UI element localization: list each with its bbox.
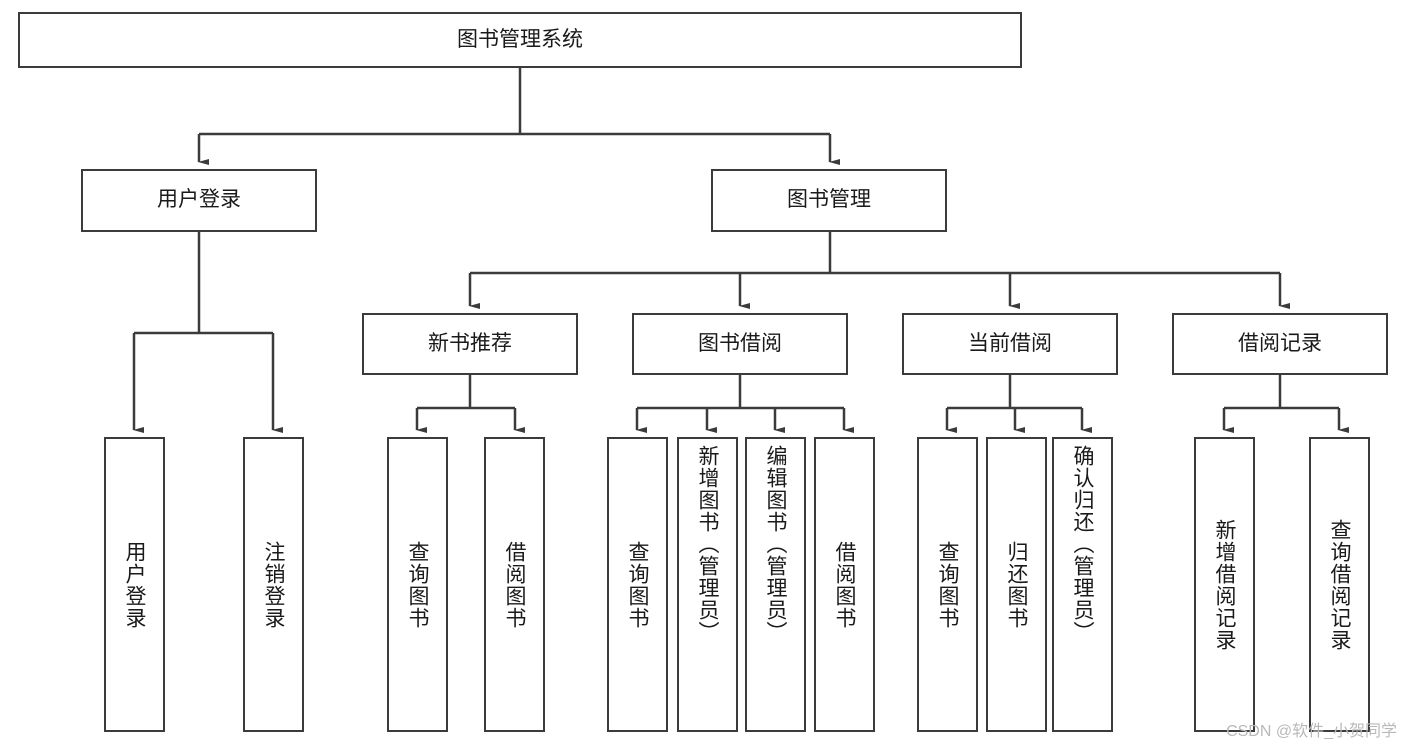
node-new-book-recommend-label: 新书推荐 <box>428 331 512 355</box>
node-root[interactable]: 图书管理系统 <box>18 12 1022 68</box>
watermark: CSDN @软件_小贺同学 <box>1226 723 1397 740</box>
leaf-add-book-admin-label: 新增图书（管理员） <box>696 445 719 643</box>
leaf-edit-book-admin-label: 编辑图书（管理员） <box>764 445 787 643</box>
node-current-borrow[interactable]: 当前借阅 <box>902 313 1118 375</box>
leaf-borrow-book-recommend-label: 借阅图书 <box>503 540 526 629</box>
node-borrow-records[interactable]: 借阅记录 <box>1172 313 1388 375</box>
node-user-login[interactable]: 用户登录 <box>81 169 317 232</box>
leaf-add-borrow-record[interactable]: 新增借阅记录 <box>1194 437 1255 732</box>
leaf-return-book-label: 归还图书 <box>1005 540 1028 629</box>
node-book-management-label: 图书管理 <box>787 188 871 212</box>
node-new-book-recommend[interactable]: 新书推荐 <box>362 313 578 375</box>
leaf-return-book[interactable]: 归还图书 <box>986 437 1047 732</box>
node-root-label: 图书管理系统 <box>457 27 583 51</box>
node-current-borrow-label: 当前借阅 <box>968 331 1052 355</box>
node-book-borrow[interactable]: 图书借阅 <box>632 313 848 375</box>
leaf-add-borrow-record-label: 新增借阅记录 <box>1213 518 1236 651</box>
leaf-edit-book-admin[interactable]: 编辑图书（管理员） <box>745 437 806 732</box>
leaf-query-book-recommend[interactable]: 查询图书 <box>387 437 448 732</box>
leaf-query-book-current-label: 查询图书 <box>936 540 959 629</box>
node-user-login-label: 用户登录 <box>157 188 241 212</box>
leaf-query-borrow-record[interactable]: 查询借阅记录 <box>1309 437 1370 732</box>
leaf-query-book-borrow-label: 查询图书 <box>626 540 649 629</box>
leaf-query-book-recommend-label: 查询图书 <box>406 540 429 629</box>
leaf-borrow-book[interactable]: 借阅图书 <box>814 437 875 732</box>
leaf-borrow-book-recommend[interactable]: 借阅图书 <box>484 437 545 732</box>
leaf-logout[interactable]: 注销登录 <box>243 437 304 732</box>
node-book-borrow-label: 图书借阅 <box>698 331 782 355</box>
node-borrow-records-label: 借阅记录 <box>1238 331 1322 355</box>
leaf-add-book-admin[interactable]: 新增图书（管理员） <box>677 437 738 732</box>
leaf-confirm-return-admin-label: 确认归还（管理员） <box>1071 445 1094 643</box>
leaf-borrow-book-label: 借阅图书 <box>833 540 856 629</box>
node-book-management[interactable]: 图书管理 <box>711 169 947 232</box>
leaf-user-login-label: 用户登录 <box>123 540 146 629</box>
leaf-query-book-current[interactable]: 查询图书 <box>917 437 978 732</box>
leaf-user-login[interactable]: 用户登录 <box>104 437 165 732</box>
leaf-query-borrow-record-label: 查询借阅记录 <box>1328 518 1351 651</box>
leaf-confirm-return-admin[interactable]: 确认归还（管理员） <box>1052 437 1113 732</box>
leaf-query-book-borrow[interactable]: 查询图书 <box>607 437 668 732</box>
leaf-logout-label: 注销登录 <box>262 540 285 629</box>
